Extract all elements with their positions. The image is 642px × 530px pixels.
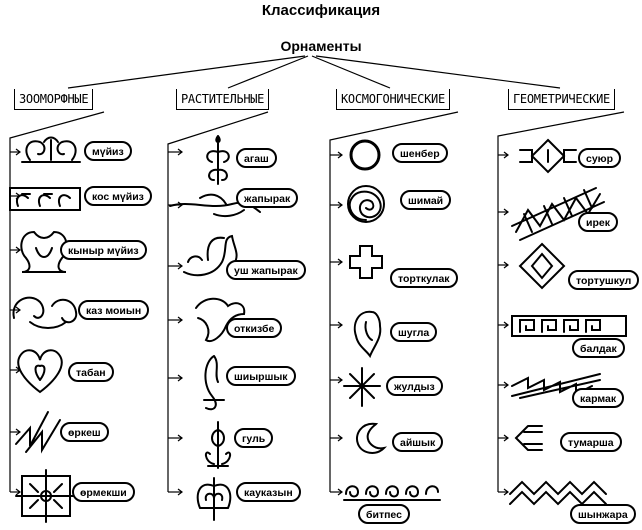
ornament-label: шенбер <box>392 143 448 163</box>
shenber-ornament-icon <box>349 139 381 171</box>
ornament-label: шиыршык <box>226 366 296 386</box>
gul-ornament-icon <box>204 421 232 469</box>
ornament-label: тортушкул <box>568 270 640 290</box>
root-label: Орнаменты <box>280 38 362 54</box>
ornament-label: битпес <box>358 504 410 524</box>
page-title: Классификация <box>261 2 381 19</box>
ornament-label: торткулак <box>390 268 458 288</box>
agash-ornament-icon <box>206 135 230 185</box>
tumarsha-ornament-icon <box>514 425 543 451</box>
tortushkul-ornament-icon <box>518 242 566 290</box>
ornament-label: тумарша <box>560 432 622 452</box>
ornament-label: кармак <box>572 388 625 408</box>
ornament-label: суюр <box>578 148 622 168</box>
ornament-label: ирек <box>578 212 618 232</box>
ornament-label: гуль <box>234 428 274 448</box>
ayshyk-ornament-icon <box>356 422 388 454</box>
ornament-label: каз моиын <box>78 300 150 320</box>
category-zoomorphic: зооморфные <box>14 89 94 110</box>
orkesh-ornament-icon <box>15 411 61 454</box>
kaukazyn-ornament-icon <box>196 477 232 521</box>
ornament-label: жулдыз <box>386 376 443 396</box>
ornament-label: кыныр мүйиз <box>60 240 147 260</box>
ornament-label: откизбе <box>226 318 283 338</box>
ornament-label: айшык <box>392 432 444 452</box>
ornament-label: балдак <box>572 338 625 358</box>
shiyrshyk-ornament-icon <box>203 355 225 411</box>
ornament-label: мүйиз <box>84 141 132 161</box>
kaz-moyin-ornament-icon <box>12 296 78 329</box>
kynyr-muyiz-ornament-icon <box>20 230 68 273</box>
muyiz-ornament-icon <box>21 136 81 163</box>
kos-muyiz-ornament-icon <box>9 187 81 211</box>
bitpes-ornament-icon <box>343 485 441 501</box>
ornament-label: кос мүйиз <box>84 186 152 206</box>
taban-ornament-icon <box>17 349 63 394</box>
otkizbe-ornament-icon <box>195 297 246 342</box>
root-branches <box>67 55 561 89</box>
category-cosmogonic: космогонические <box>336 89 450 110</box>
suyur-ornament-icon <box>519 138 577 174</box>
shynzhara-ornament-icon <box>509 480 607 506</box>
baldak-ornament-icon <box>511 315 627 337</box>
category-plant: растительные <box>176 89 270 110</box>
ornament-label: агаш <box>236 148 277 168</box>
category-3-branches <box>329 111 459 496</box>
category-1-branches <box>9 111 105 496</box>
ornament-label: шынжара <box>570 504 636 524</box>
ornament-label: кауказын <box>236 482 301 502</box>
irek-ornament-icon <box>511 187 605 241</box>
ornament-label: жапырак <box>236 188 299 208</box>
zhuldyz-ornament-icon <box>343 367 381 407</box>
ornament-label: уш жапырак <box>226 260 306 280</box>
ornament-label: өркеш <box>60 422 109 442</box>
torkulak-ornament-icon <box>349 245 383 279</box>
category-geometric: геометрические <box>508 89 615 110</box>
shugla-ornament-icon <box>353 310 382 359</box>
ormekshi-ornament-icon <box>15 469 77 523</box>
ornament-label: өрмекши <box>72 482 135 502</box>
ornament-label: шугла <box>390 322 438 342</box>
shimay-ornament-icon <box>347 185 385 223</box>
ush-zhapyrak-ornament-icon <box>183 234 238 277</box>
ornament-label: шимай <box>400 190 452 210</box>
ornament-label: табан <box>68 362 114 382</box>
category-4-branches <box>497 111 625 496</box>
